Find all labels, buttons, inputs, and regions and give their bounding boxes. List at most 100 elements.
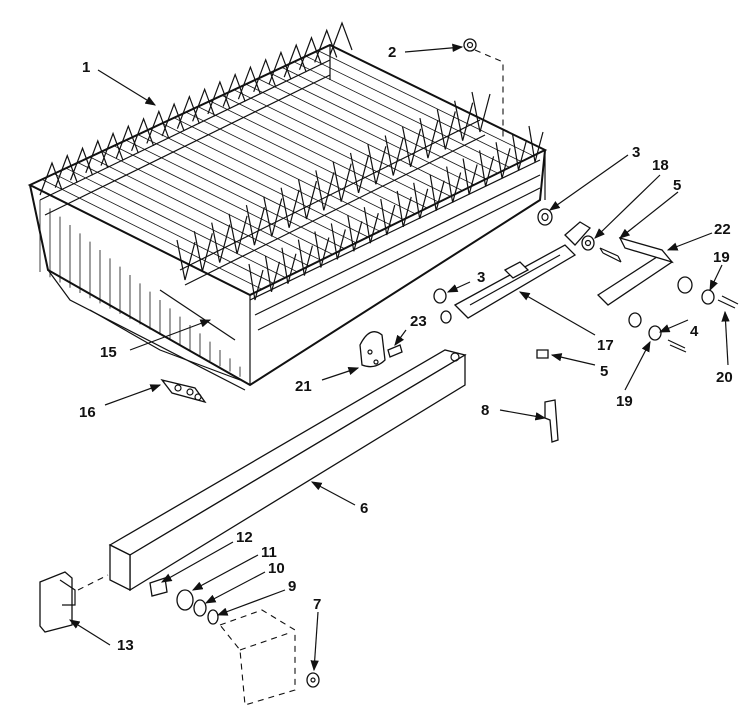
rack-tine: [419, 118, 439, 159]
callout-6: 6: [360, 500, 368, 517]
rack-tine: [396, 190, 412, 228]
rack-crosswire: [29, 184, 251, 296]
rack-tine: [248, 263, 264, 301]
rack-crosswire: [197, 106, 416, 215]
leader-lines: [68, 43, 730, 672]
rack-tine: [298, 36, 323, 70]
rack-tine: [349, 152, 370, 194]
rack-tine: [131, 117, 155, 151]
callout-3-lower: 3: [477, 269, 485, 286]
callout-1: 1: [82, 59, 90, 76]
rack-tine: [314, 231, 330, 268]
rack-crosswire: [173, 117, 392, 226]
part-23-screw: [387, 344, 403, 358]
rack-tine: [115, 124, 139, 159]
rack-tine: [176, 94, 200, 129]
callout-15: 15: [100, 344, 117, 361]
callout-9: 9: [288, 578, 296, 595]
part-7-nut: [306, 672, 320, 688]
rack-tine: [146, 109, 170, 144]
rack-crosswire: [245, 83, 463, 191]
rack-crosswire: [293, 61, 510, 168]
callout-5: 5: [673, 177, 681, 194]
rack-tine: [384, 135, 404, 176]
rack-tine: [511, 134, 528, 171]
callout-5-lower: 5: [600, 363, 608, 380]
callout-22: 22: [714, 221, 731, 238]
part-6-bar: [108, 349, 467, 592]
rack-crosswire: [305, 55, 522, 162]
rack-tine: [39, 161, 63, 196]
rack-tine: [332, 161, 352, 202]
rack-crosswire: [257, 78, 475, 186]
rack-crosswire: [77, 162, 298, 273]
rack-crosswire: [329, 44, 546, 151]
rack-crosswire: [149, 128, 369, 238]
callout-23: 23: [410, 313, 427, 330]
callout-13: 13: [117, 637, 134, 654]
rack-crosswire: [101, 151, 321, 261]
rack-crosswire: [161, 123, 380, 232]
rack-crosswire: [89, 156, 310, 267]
rack-tine: [495, 142, 511, 179]
part-9-washer: [207, 609, 219, 625]
rack-crosswire: [269, 72, 487, 180]
rack-tine: [314, 28, 338, 63]
rack-crosswires: [29, 44, 546, 382]
rack-tine: [207, 80, 231, 115]
rack-crosswire: [317, 50, 534, 157]
rack-tine: [380, 198, 396, 236]
rack-tine: [478, 150, 495, 187]
rack-crosswire: [113, 145, 333, 255]
rack-tine: [85, 139, 109, 174]
callout-16: 16: [79, 404, 96, 421]
rack-tine: [237, 65, 261, 100]
rack-tines: [39, 21, 544, 301]
callout-11: 11: [261, 544, 277, 561]
rack-tine: [454, 100, 474, 141]
part-5-screw-lower: [536, 349, 549, 359]
callout-2: 2: [388, 44, 396, 61]
rack-tine: [297, 178, 318, 220]
callout-18: 18: [652, 157, 669, 174]
part-8-clip: [544, 399, 559, 443]
end-cap-leader: [77, 574, 109, 591]
rack-tine: [401, 126, 422, 167]
part-4-roller: [628, 312, 687, 353]
rack-tine: [329, 21, 353, 56]
rack-tine: [253, 58, 277, 93]
part-16-clip: [160, 378, 207, 404]
part-2-leader: [474, 49, 504, 140]
rack-tine: [429, 174, 445, 211]
part-18-washer: [581, 235, 622, 263]
callout-4: 4: [690, 323, 699, 340]
rack-tine: [462, 158, 478, 195]
dish-rack-basket: [27, 43, 548, 391]
part-3-roller-upper: [537, 208, 553, 226]
part-13-end-cap: [39, 571, 76, 633]
rack-tine: [367, 144, 387, 185]
rack-tine: [69, 146, 94, 181]
callout-12: 12: [236, 529, 253, 546]
rack-crosswire: [185, 111, 404, 220]
rack-tine: [471, 91, 491, 133]
callout-labels: 1 2 3 18 5 22 19 3 4 17 23 15 5 20 21 19…: [79, 44, 733, 654]
part-2-nut: [463, 38, 477, 52]
rack-crosswire: [125, 139, 345, 249]
rack-tine: [436, 109, 456, 150]
callout-19: 19: [713, 249, 730, 266]
rack-tine: [228, 213, 248, 255]
rack-tine: [283, 43, 307, 78]
rack-tine: [54, 153, 78, 188]
rack-crosswire: [137, 134, 357, 244]
part-19-nut-upper: [677, 276, 739, 309]
part-10-washer: [193, 599, 207, 617]
callout-10: 10: [268, 560, 285, 577]
rack-tine: [193, 231, 213, 272]
rack-tine: [176, 239, 196, 281]
callout-19-lower: 19: [616, 393, 633, 410]
rack-tine: [330, 223, 346, 260]
rack-crosswire: [53, 173, 274, 284]
rack-crosswire: [281, 67, 498, 174]
